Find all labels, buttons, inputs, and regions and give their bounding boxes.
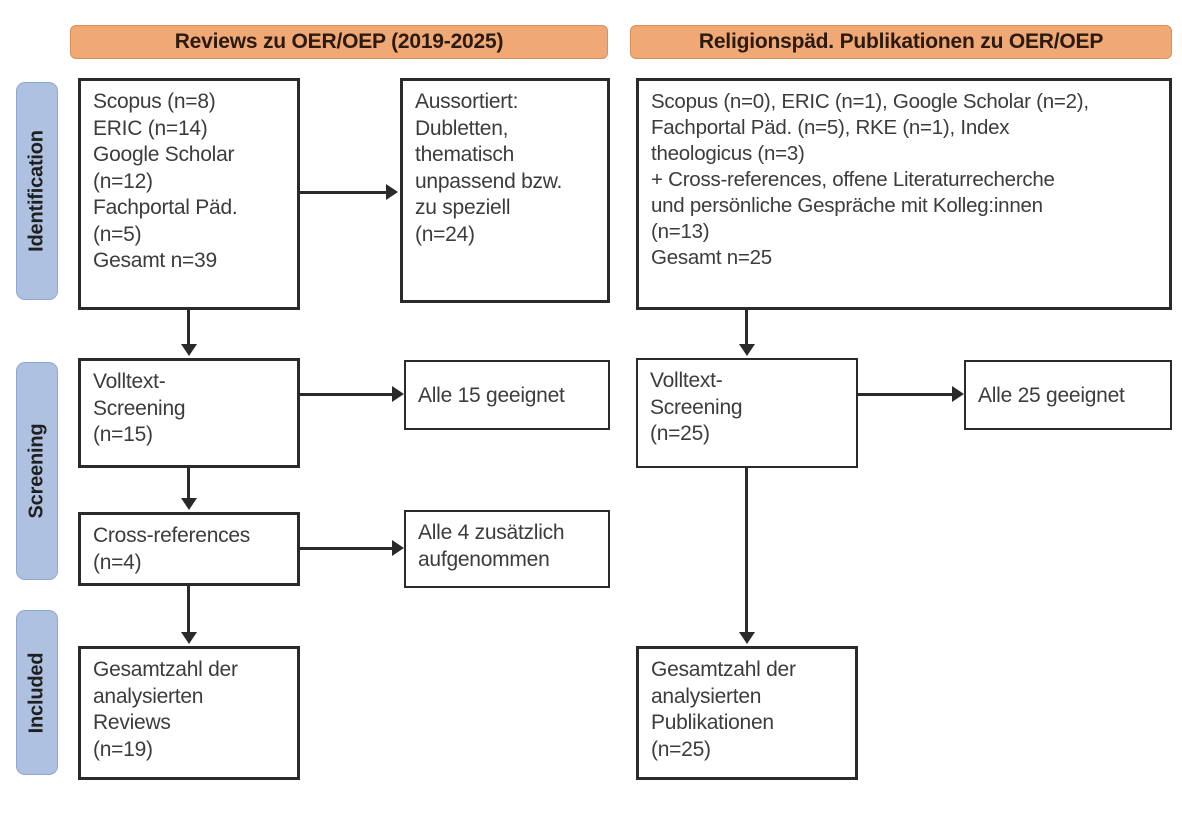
connector-left-crossrefs-to-result (300, 547, 392, 550)
box-left-excluded: Aussortiert: Dubletten, thematisch unpas… (400, 78, 610, 303)
box-left-screening-result: Alle 15 geeignet (404, 360, 610, 430)
stage-bar-included: Included (16, 610, 58, 775)
arrowhead-right-identification-to-screening (739, 344, 755, 356)
arrowhead-left-crossrefs-to-included (181, 632, 197, 644)
connector-right-screening-to-included (745, 468, 748, 634)
box-left-identification: Scopus (n=8) ERIC (n=14) Google Scholar … (78, 78, 300, 310)
box-left-screening: Volltext- Screening (n=15) (78, 358, 300, 468)
arrowhead-right-screening-to-result (952, 386, 964, 402)
column-header-reviews: Reviews zu OER/OEP (2019-2025) (70, 25, 608, 59)
connector-left-screening-to-crossrefs (187, 468, 190, 500)
arrowhead-left-screening-to-crossrefs (181, 498, 197, 510)
connector-left-identification-to-screening (187, 310, 190, 346)
arrowhead-left-crossrefs-to-result (392, 540, 404, 556)
arrowhead-left-identification-to-excluded (386, 184, 398, 200)
stage-label-included: Included (25, 652, 48, 733)
connector-left-screening-to-result (300, 393, 392, 396)
box-left-crossrefs: Cross-references (n=4) (78, 512, 300, 586)
connector-left-crossrefs-to-included (187, 586, 190, 634)
stage-label-screening: Screening (25, 423, 48, 519)
arrowhead-left-identification-to-screening (181, 344, 197, 356)
stage-label-identification: Identification (25, 130, 48, 252)
box-left-included: Gesamtzahl der analysierten Reviews (n=1… (78, 646, 300, 780)
connector-left-identification-to-excluded (300, 191, 386, 194)
arrowhead-left-screening-to-result (392, 386, 404, 402)
stage-bar-identification: Identification (16, 82, 58, 300)
stage-bar-screening: Screening (16, 362, 58, 580)
connector-right-identification-to-screening (745, 310, 748, 346)
box-right-screening: Volltext- Screening (n=25) (636, 358, 858, 468)
box-right-screening-result: Alle 25 geeignet (964, 360, 1172, 430)
box-left-crossrefs-result: Alle 4 zusätzlich aufgenommen (404, 510, 610, 588)
box-right-included: Gesamtzahl der analysierten Publikatione… (636, 646, 858, 780)
column-header-publications: Religionspäd. Publikationen zu OER/OEP (630, 25, 1172, 59)
box-right-identification: Scopus (n=0), ERIC (n=1), Google Scholar… (636, 78, 1172, 310)
connector-right-screening-to-result (858, 393, 952, 396)
arrowhead-right-screening-to-included (739, 632, 755, 644)
